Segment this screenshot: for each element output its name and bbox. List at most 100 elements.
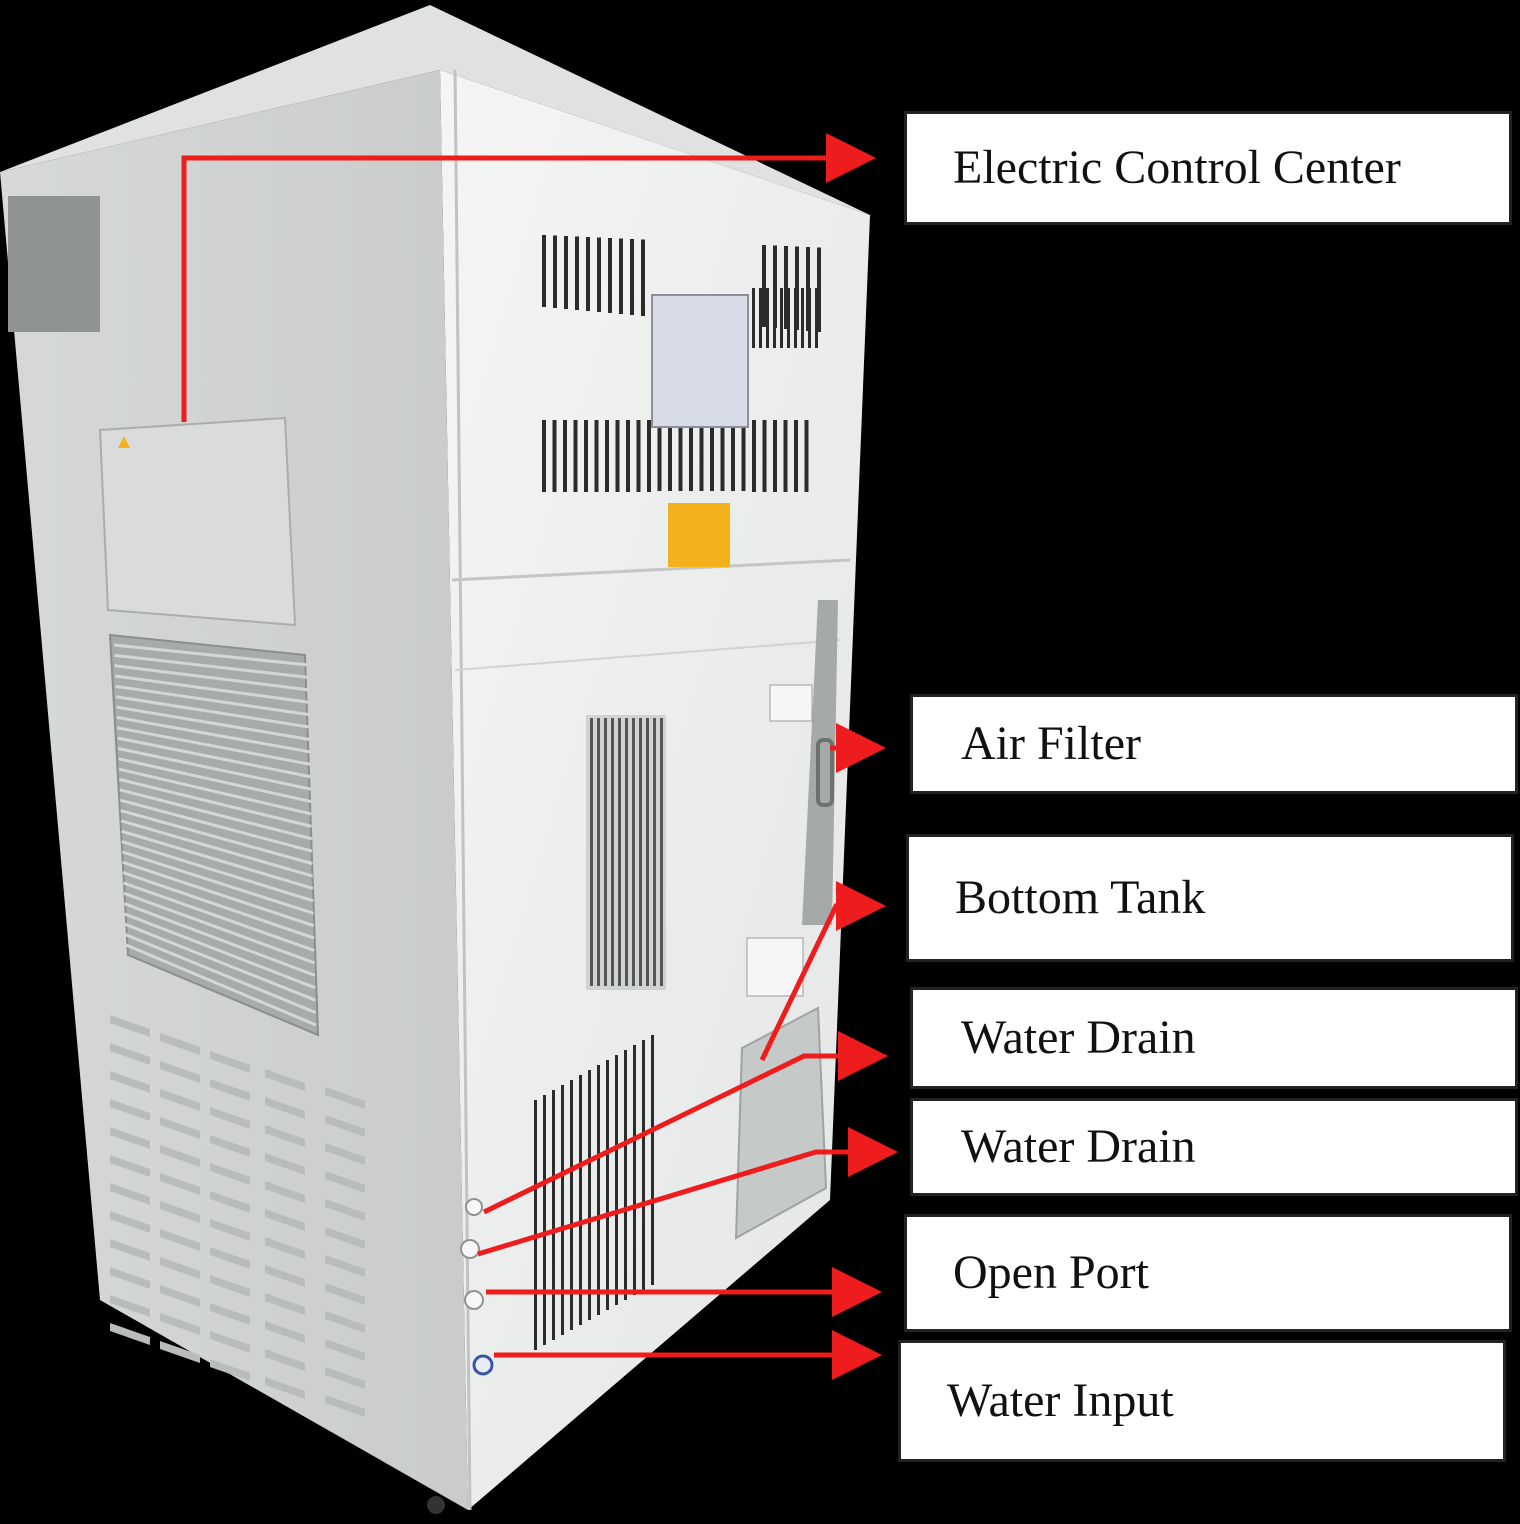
front-vents-middle [542, 420, 809, 492]
vent-slot [817, 247, 821, 332]
vent-slot [636, 420, 641, 492]
grille-slat [114, 653, 309, 679]
side-louvre [160, 1285, 200, 1307]
vent-slot [597, 1065, 600, 1315]
side-louvre [210, 1303, 250, 1325]
warning-label [668, 503, 730, 567]
side-louvre [110, 1043, 150, 1065]
grille-slat [117, 746, 312, 791]
vent-slot [710, 425, 714, 491]
side-louvre [110, 1295, 150, 1317]
label-water-drain-2-text: Water Drain [961, 1120, 1196, 1173]
side-louvre [265, 1237, 305, 1259]
vent-slot [552, 1090, 555, 1340]
vent-slot [783, 420, 788, 492]
label-electric-control-center-text: Electric Control Center [953, 141, 1401, 194]
side-louvre [265, 1209, 305, 1231]
grille-slat [121, 850, 314, 915]
side-louvre [325, 1283, 365, 1305]
side-louvre [210, 1359, 250, 1381]
grille-bar [618, 718, 621, 986]
grille-slat [119, 778, 312, 828]
side-louvre [210, 1163, 250, 1185]
grille-slat [119, 798, 313, 853]
vent-slot [588, 1070, 591, 1320]
grille-slat [114, 664, 309, 692]
vent-slot [780, 288, 783, 348]
grille-slat [116, 715, 311, 754]
vent-slot [641, 239, 645, 316]
spec-sticker [8, 196, 100, 332]
front-seam-horizontal [451, 558, 851, 582]
vent-slot [752, 288, 755, 348]
grille-slat [119, 788, 313, 841]
cabinet-foot [427, 1496, 445, 1514]
side-louvre [210, 1079, 250, 1101]
vent-slot [605, 420, 609, 492]
side-louvre [325, 1087, 365, 1109]
vent-slot [647, 420, 651, 492]
side-louvre [110, 1015, 150, 1037]
side-louvre [265, 1153, 305, 1175]
side-louvre [325, 1367, 365, 1389]
grille-bar [604, 718, 607, 986]
grille-slat [121, 840, 314, 903]
vent-slot [815, 288, 818, 348]
leader-bottom-tank [759, 881, 886, 1062]
front-seam-vertical [453, 69, 472, 1511]
vent-slot [608, 238, 612, 313]
side-louvre [265, 1349, 305, 1371]
front-seam-lower [454, 639, 841, 671]
grille-slat [125, 943, 317, 1027]
air-filter-sticker [769, 684, 813, 722]
grille-bar [639, 718, 642, 986]
vent-slot [542, 235, 546, 307]
side-louvre [265, 1069, 305, 1091]
side-louvre [110, 1267, 150, 1289]
vent-slot [642, 1040, 645, 1290]
vent-slot [584, 420, 588, 492]
leader-water-drain-2 [477, 1127, 898, 1257]
vent-slot [773, 420, 777, 492]
grille-bar [646, 718, 649, 986]
vent-slot [759, 288, 762, 348]
grille-slat [120, 819, 314, 878]
side-louvre [210, 1051, 250, 1073]
side-louvre [265, 1377, 305, 1399]
side-louvre [325, 1311, 365, 1333]
vent-slot [766, 288, 769, 348]
label-water-drain-2: Water Drain [910, 1098, 1518, 1196]
vent-slot [552, 420, 557, 492]
vent-slot [586, 237, 590, 311]
vent-slot [699, 425, 704, 491]
grille-slat [115, 684, 310, 717]
leader-arrows [181, 133, 898, 1380]
label-bottom-tank-text: Bottom Tank [955, 871, 1206, 924]
label-air-filter-text: Air Filter [961, 717, 1141, 770]
vent-slot [762, 245, 766, 327]
grille-bar [590, 718, 593, 986]
grille-slat [123, 891, 316, 965]
side-louvre [160, 1257, 200, 1279]
grille-slat [122, 871, 315, 940]
side-louvre [210, 1247, 250, 1269]
vent-slot [741, 425, 746, 491]
side-louvre [325, 1199, 365, 1221]
vent-slot [570, 1080, 573, 1330]
grille-slat [124, 912, 316, 990]
side-louvre [265, 1097, 305, 1119]
side-louvre [210, 1107, 250, 1129]
side-louvre [160, 1089, 200, 1111]
front-vents-upper [542, 235, 821, 348]
grille-slat [117, 726, 311, 766]
vent-slot [801, 288, 804, 348]
vent-slot [657, 425, 662, 491]
side-louvre [160, 1173, 200, 1195]
cabinet-top [0, 5, 870, 215]
side-louvre [110, 1183, 150, 1205]
side-louvre [160, 1313, 200, 1335]
side-louvre [325, 1171, 365, 1193]
vent-slot [762, 420, 767, 492]
vent-slot [794, 420, 798, 492]
